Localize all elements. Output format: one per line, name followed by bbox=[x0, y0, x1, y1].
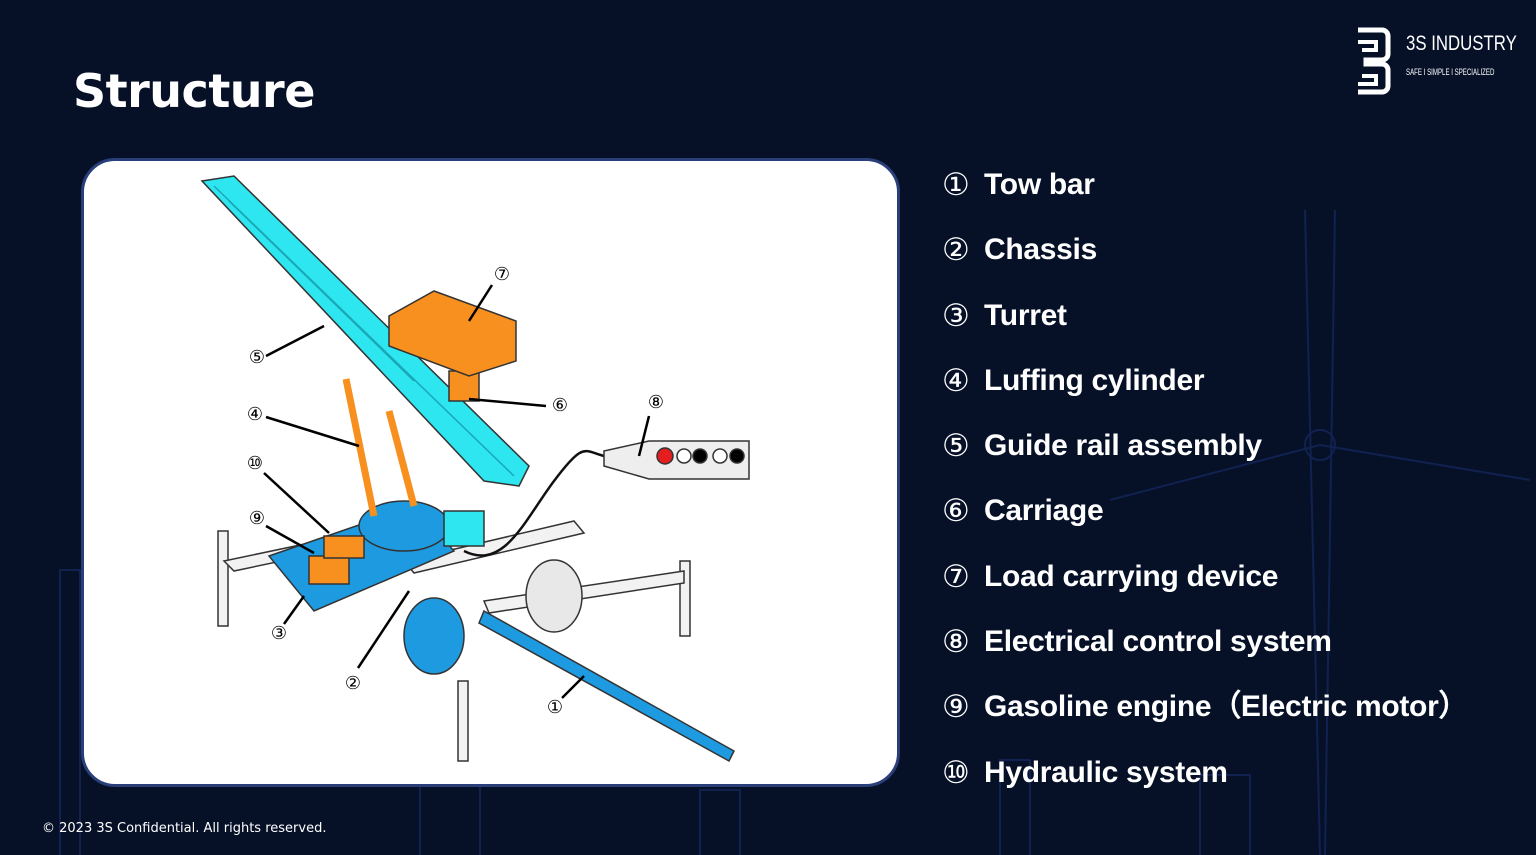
wheel-rear bbox=[403, 597, 465, 675]
item-number: ④ bbox=[942, 362, 970, 399]
callout-1: ① bbox=[546, 697, 564, 718]
logo-name: 3S INDUSTRY bbox=[1406, 32, 1517, 55]
item-label: Load carrying device bbox=[984, 559, 1279, 593]
tow-bar bbox=[478, 609, 735, 763]
callout-8: ⑧ bbox=[647, 392, 665, 413]
list-item: ① Tow bar bbox=[942, 166, 1532, 231]
copyright-footer: © 2023 3S Confidential. All rights reser… bbox=[42, 821, 327, 836]
load-carrying-device bbox=[388, 290, 517, 377]
3s-logo-icon bbox=[1358, 27, 1391, 95]
list-item: ④ Luffing cylinder bbox=[942, 362, 1532, 427]
item-label: Gasoline engine（Electric motor） bbox=[984, 690, 1469, 724]
list-item: ⑨ Gasoline engine（Electric motor） bbox=[942, 688, 1532, 753]
item-label: Luffing cylinder bbox=[984, 363, 1205, 397]
item-label: Hydraulic system bbox=[984, 755, 1228, 789]
list-item: ⑩ Hydraulic system bbox=[942, 754, 1532, 819]
callout-6: ⑥ bbox=[551, 395, 569, 416]
item-number: ① bbox=[942, 167, 970, 203]
control-box bbox=[603, 440, 750, 480]
item-number: ⑦ bbox=[942, 558, 970, 595]
item-number: ⑨ bbox=[942, 689, 970, 726]
logo-tagline: SAFE I SIMPLE I SPECIALIZED bbox=[1406, 67, 1495, 77]
callout-9: ⑨ bbox=[248, 508, 266, 529]
item-label: Tow bar bbox=[984, 168, 1095, 201]
item-number: ⑥ bbox=[942, 493, 970, 530]
list-item: ⑦ Load carrying device bbox=[942, 558, 1532, 623]
item-number: ⑧ bbox=[942, 624, 970, 661]
list-item: ⑤ Guide rail assembly bbox=[942, 427, 1532, 492]
callout-5: ⑤ bbox=[248, 347, 266, 368]
callout-2: ② bbox=[344, 673, 362, 694]
wheel-spare bbox=[525, 559, 583, 633]
item-number: ③ bbox=[942, 297, 970, 334]
item-label: Carriage bbox=[984, 494, 1104, 528]
component-list: ① Tow bar ② Chassis ③ Turret ④ Luffing cylin… bbox=[942, 166, 1532, 819]
callout-4: ④ bbox=[246, 404, 264, 425]
luffing-cylinder bbox=[342, 378, 418, 517]
page-title: Structure bbox=[73, 64, 315, 118]
list-item: ③ Turret bbox=[942, 297, 1532, 362]
item-number: ⑤ bbox=[942, 428, 970, 465]
diagram-card: ⑤ ⑦ ⑥ ⑧ ④ ⑩ ⑨ ③ ② ① bbox=[81, 158, 900, 787]
item-label: Electrical control system bbox=[984, 625, 1332, 659]
carriage bbox=[448, 370, 480, 402]
item-label: Guide rail assembly bbox=[984, 429, 1262, 463]
callout-10: ⑩ bbox=[246, 453, 264, 474]
list-item: ⑧ Electrical control system bbox=[942, 623, 1532, 688]
item-number: ② bbox=[942, 232, 970, 269]
list-item: ⑥ Carriage bbox=[942, 492, 1532, 557]
callout-3: ③ bbox=[270, 623, 288, 644]
hydraulic bbox=[323, 535, 365, 559]
engine bbox=[308, 555, 350, 585]
company-logo: 3S INDUSTRY SAFE I SIMPLE I SPECIALIZED bbox=[1352, 22, 1530, 102]
machine-illustration bbox=[200, 175, 750, 763]
list-item: ② Chassis bbox=[942, 231, 1532, 296]
item-label: Turret bbox=[984, 298, 1067, 332]
callout-7: ⑦ bbox=[493, 264, 511, 285]
item-number: ⑩ bbox=[942, 754, 970, 791]
item-label: Chassis bbox=[984, 233, 1097, 267]
